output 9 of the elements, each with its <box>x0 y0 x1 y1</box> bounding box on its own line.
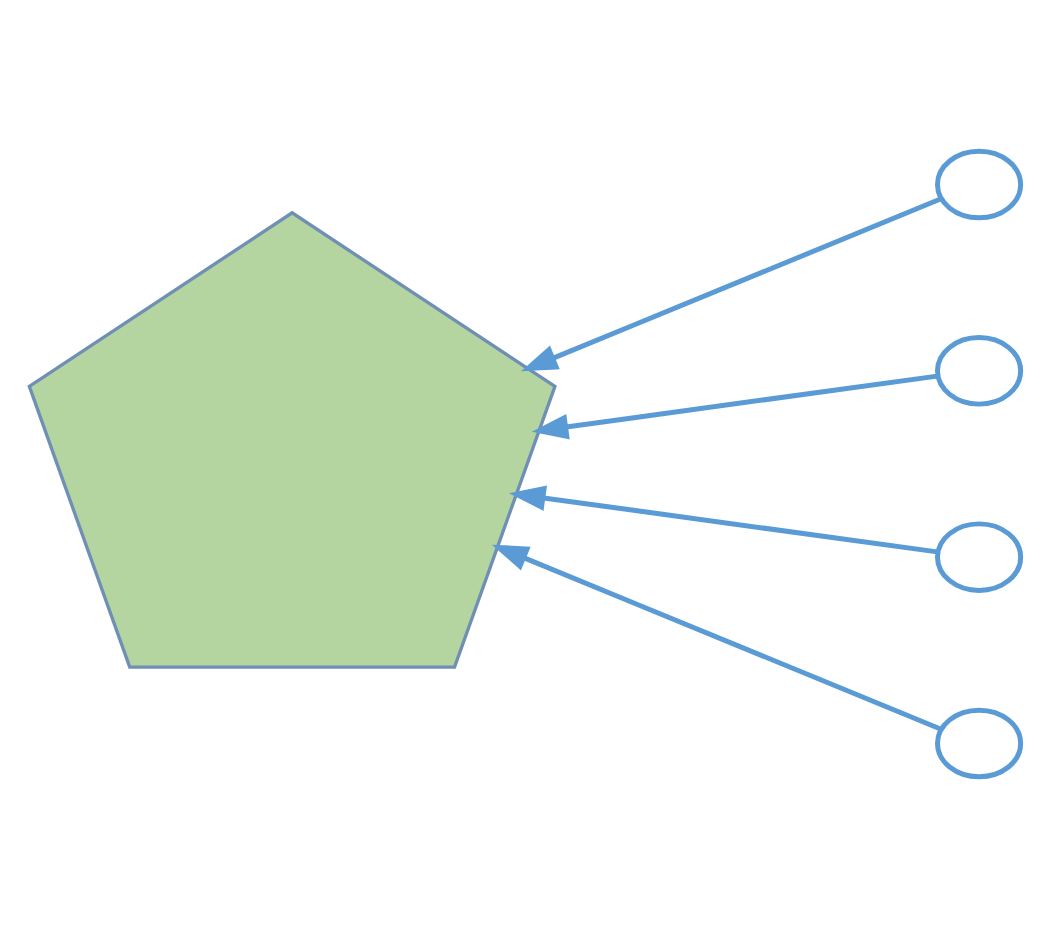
node-pentagon <box>27 209 557 668</box>
arrow <box>520 195 943 371</box>
arrow <box>531 372 938 439</box>
node-circle <box>935 334 1024 406</box>
arrow <box>508 484 938 554</box>
node-circle <box>935 147 1024 220</box>
node-circle <box>935 520 1024 592</box>
node-circle <box>935 706 1024 779</box>
arrow <box>491 543 943 731</box>
